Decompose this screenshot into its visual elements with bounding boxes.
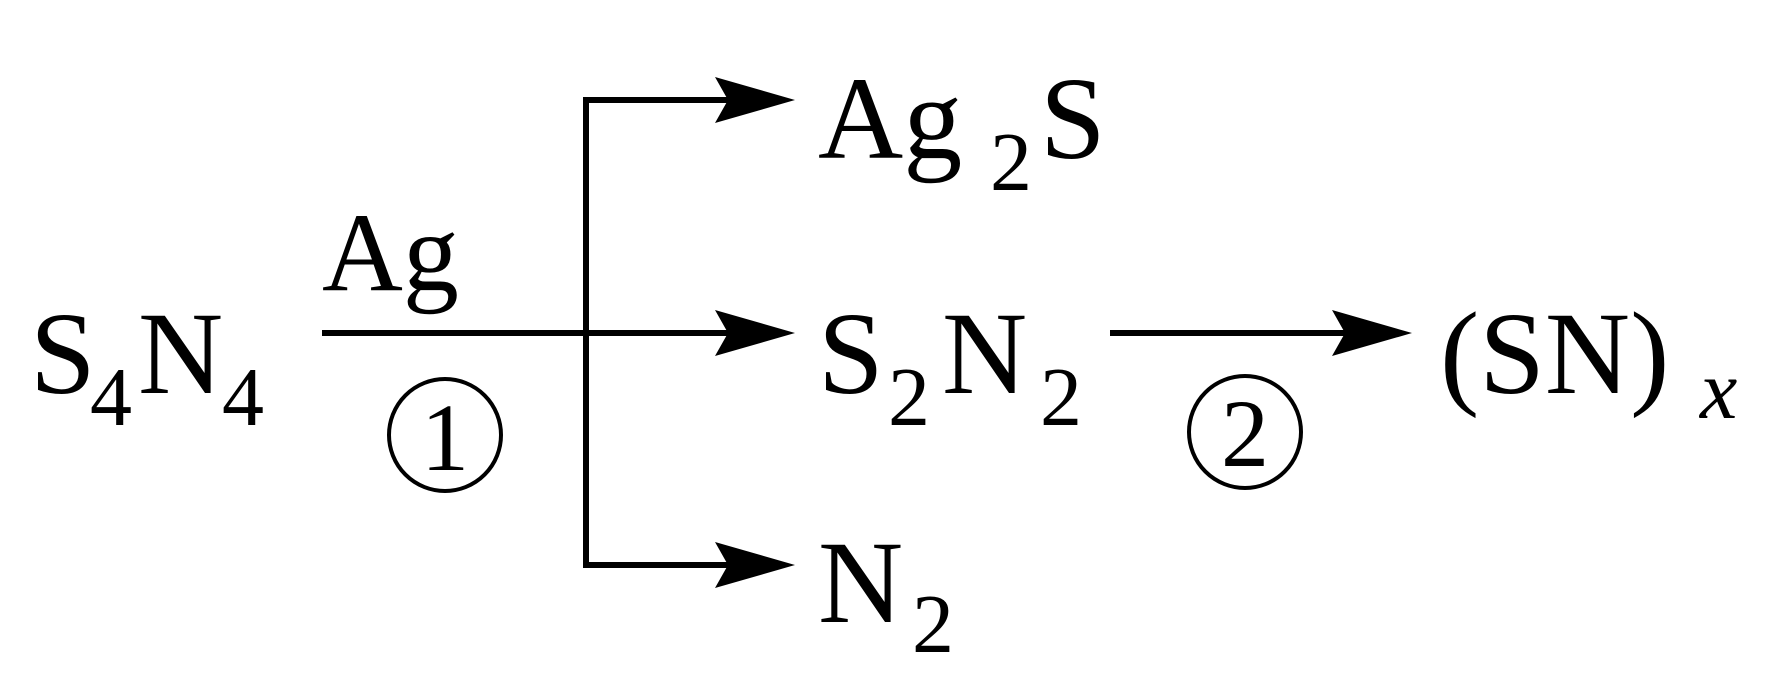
- bottom-branch-head: [715, 542, 795, 588]
- product-middle-element-n: N: [942, 288, 1027, 419]
- product-top-base: Ag: [818, 53, 962, 184]
- top-branch-head: [715, 77, 795, 123]
- product-top-subscript: 2: [990, 116, 1032, 209]
- reactant-subscript-n: 4: [222, 351, 264, 444]
- product-middle-subscript-s: 2: [888, 351, 930, 444]
- product-middle-element-s: S: [818, 288, 884, 419]
- final-product-base: (SN): [1440, 288, 1669, 419]
- reactant-formula: S 4 N 4: [30, 288, 264, 444]
- step-2-number: 2: [1221, 380, 1269, 487]
- step-1-circle: [387, 377, 503, 493]
- step-2-circle: [1187, 374, 1303, 490]
- step-1-number: 1: [421, 384, 469, 491]
- product-bottom-formula: N 2: [818, 517, 954, 671]
- product-top-formula: Ag 2 S: [818, 53, 1106, 209]
- product-bottom-base: N: [818, 517, 903, 648]
- step-1-marker: 1: [387, 377, 503, 493]
- reactant-element-s: S: [30, 288, 96, 419]
- product-middle-formula: S 2 N 2: [818, 288, 1082, 444]
- reactant-subscript-s: 4: [90, 351, 132, 444]
- step-2-marker: 2: [1187, 374, 1303, 490]
- product-bottom-subscript: 2: [912, 578, 954, 671]
- second-arrow-head: [1332, 310, 1412, 356]
- product-top-tail: S: [1040, 53, 1106, 184]
- final-product-subscript: x: [1698, 344, 1737, 437]
- main-arrow-head: [715, 310, 795, 356]
- final-product-formula: (SN) x: [1440, 288, 1737, 437]
- reagent-label: Ag: [322, 191, 459, 315]
- product-middle-subscript-n: 2: [1040, 351, 1082, 444]
- reactant-element-n: N: [138, 288, 223, 419]
